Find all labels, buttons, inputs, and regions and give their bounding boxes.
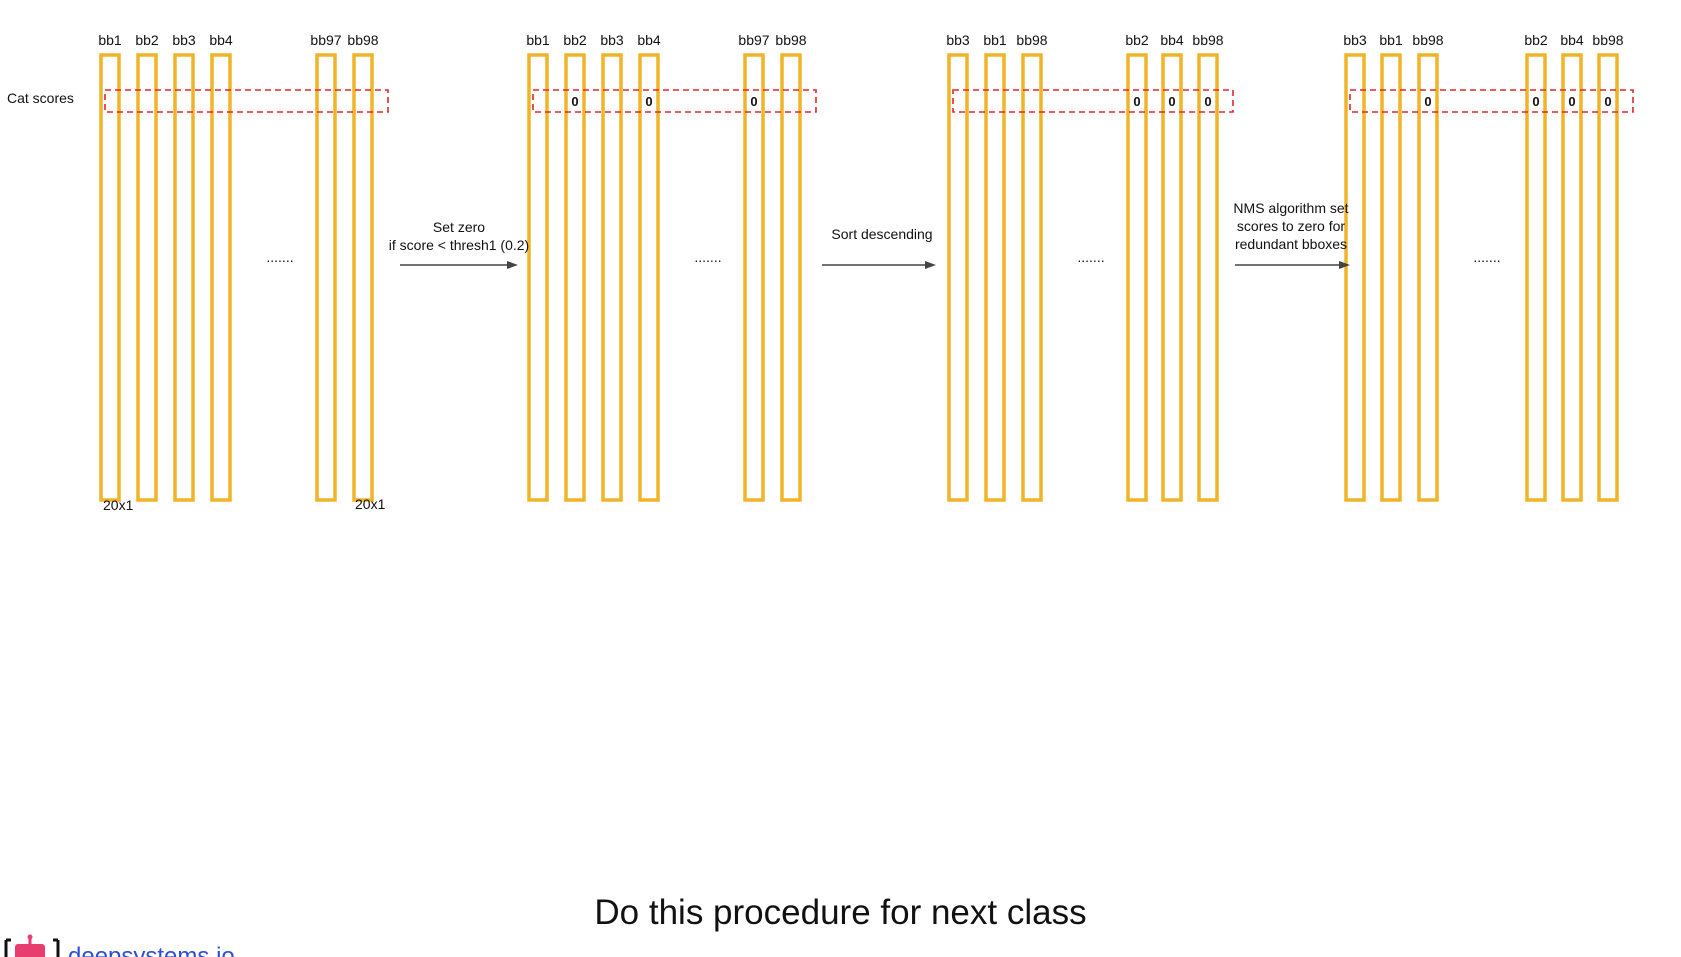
arrow-head-icon xyxy=(507,261,518,269)
bbox-label: bb2 xyxy=(563,32,587,48)
stage-1: bb1 bb2 bb3 bb4 bb97 bb98....... xyxy=(98,32,389,502)
bbox-label: bb2 xyxy=(135,32,159,48)
zero-score-mark: 0 xyxy=(1204,94,1211,109)
logo-text: deepsystems.io xyxy=(68,945,235,957)
cat-score-row-highlight xyxy=(532,89,817,113)
zero-score-mark: 0 xyxy=(571,94,578,109)
arrows-layer: Set zero if score < thresh1 (0.2) Sort des… xyxy=(389,200,1350,269)
bbox-label: bb4 xyxy=(209,32,233,48)
robot-icon xyxy=(2,934,62,957)
cat-score-row-highlight xyxy=(104,89,389,113)
score-vector-bar xyxy=(1525,53,1547,502)
dim-label-first: 20x1 xyxy=(103,497,134,513)
score-vector-bar xyxy=(136,53,158,502)
ellipsis: ....... xyxy=(694,249,721,265)
zero-score-mark: 0 xyxy=(1424,94,1431,109)
cat-score-row-highlight xyxy=(952,89,1234,113)
arrow-caption-line: Set zero xyxy=(433,219,485,235)
score-vector-bar xyxy=(984,53,1006,502)
dim-label-last: 20x1 xyxy=(355,496,386,512)
arrow-caption-line: NMS algorithm set xyxy=(1233,200,1348,216)
arrow-caption-line: scores to zero for xyxy=(1237,218,1345,234)
zero-score-mark: 0 xyxy=(1568,94,1575,109)
bbox-label: bb1 xyxy=(1379,32,1403,48)
score-vector-bar xyxy=(564,53,586,502)
bbox-label: bb98 xyxy=(1016,32,1047,48)
score-vector-bar xyxy=(1417,53,1439,502)
ellipsis: ....... xyxy=(1077,249,1104,265)
bbox-label: bb3 xyxy=(1343,32,1367,48)
score-vector-bar xyxy=(210,53,232,502)
arrow-head-icon xyxy=(925,261,936,269)
bbox-label: bb98 xyxy=(1592,32,1623,48)
ellipsis: ....... xyxy=(1473,249,1500,265)
score-vector-bar xyxy=(1561,53,1583,502)
row-label: Cat scores xyxy=(7,90,74,106)
bbox-label: bb4 xyxy=(1560,32,1584,48)
score-vector-bar xyxy=(1161,53,1183,502)
bbox-label: bb97 xyxy=(738,32,769,48)
score-vector-bar xyxy=(947,53,969,502)
stage-4: bb3 bb1 bb98 0 bb2 0 bb4 0 bb98 0....... xyxy=(1343,32,1634,502)
score-vector-bar xyxy=(601,53,623,502)
score-vector-bar xyxy=(173,53,195,502)
bbox-label: bb3 xyxy=(946,32,970,48)
cat-score-row-highlight xyxy=(1349,89,1634,113)
score-vector-bar xyxy=(315,53,337,502)
bbox-label: bb3 xyxy=(600,32,624,48)
zero-score-mark: 0 xyxy=(1133,94,1140,109)
score-vector-bar xyxy=(638,53,660,502)
score-vector-bar xyxy=(1344,53,1366,502)
stage-2: bb1 bb2 0 bb3 bb4 0 bb97 0 bb98....... xyxy=(526,32,817,502)
zero-score-mark: 0 xyxy=(750,94,757,109)
bbox-label: bb98 xyxy=(775,32,806,48)
bbox-label: bb98 xyxy=(1412,32,1443,48)
score-vector-bar xyxy=(1021,53,1043,502)
score-vector-bar xyxy=(1597,53,1619,502)
score-vector-bar xyxy=(743,53,765,502)
bbox-label: bb1 xyxy=(983,32,1007,48)
ellipsis: ....... xyxy=(266,249,293,265)
arrow-step-3: NMS algorithm set scores to zero for redun… xyxy=(1233,200,1350,269)
zero-score-mark: 0 xyxy=(1532,94,1539,109)
score-vector-bar xyxy=(1126,53,1148,502)
stages-layer: bb1 bb2 bb3 bb4 bb97 bb98....... bb1 bb2 0 bb3 bb4… xyxy=(98,32,1634,502)
zero-score-mark: 0 xyxy=(1604,94,1611,109)
stage-3: bb3 bb1 bb98 bb2 0 bb4 0 bb98 0....... xyxy=(946,32,1234,502)
arrow-caption-line: Sort descending xyxy=(831,226,932,242)
zero-score-mark: 0 xyxy=(645,94,652,109)
bbox-label: bb97 xyxy=(310,32,341,48)
bbox-label: bb4 xyxy=(637,32,661,48)
bbox-label: bb2 xyxy=(1524,32,1548,48)
footer-caption: Do this procedure for next class xyxy=(594,893,1087,932)
bbox-label: bb4 xyxy=(1160,32,1184,48)
zero-score-mark: 0 xyxy=(1168,94,1175,109)
arrow-head-icon xyxy=(1339,261,1350,269)
bbox-label: bb1 xyxy=(526,32,550,48)
bbox-label: bb98 xyxy=(1192,32,1223,48)
arrow-caption-line: if score < thresh1 (0.2) xyxy=(389,237,529,253)
bbox-label: bb3 xyxy=(172,32,196,48)
score-vector-bar xyxy=(99,53,121,502)
bbox-label: bb2 xyxy=(1125,32,1149,48)
arrow-step-2: Sort descending xyxy=(822,226,936,269)
score-vector-bar xyxy=(352,53,374,502)
bbox-label: bb98 xyxy=(347,32,378,48)
score-vector-bar xyxy=(1197,53,1219,502)
score-vector-bar xyxy=(780,53,802,502)
score-vector-bar xyxy=(527,53,549,502)
bbox-label: bb1 xyxy=(98,32,122,48)
score-vector-bar xyxy=(1380,53,1402,502)
arrow-step-1: Set zero if score < thresh1 (0.2) xyxy=(389,219,529,269)
arrow-caption-line: redundant bboxes xyxy=(1235,236,1347,252)
